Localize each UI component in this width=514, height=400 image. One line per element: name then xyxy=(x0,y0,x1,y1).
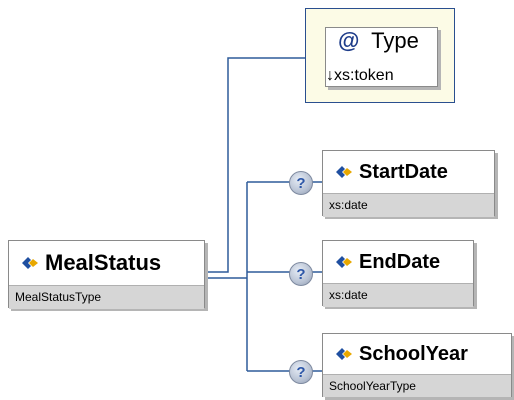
element-icon xyxy=(335,347,353,361)
child-element-title: SchoolYear xyxy=(323,334,511,374)
element-icon xyxy=(21,256,39,270)
at-symbol-icon: @ xyxy=(338,28,360,53)
child-element-title: StartDate xyxy=(323,151,494,193)
child-element-title: EndDate xyxy=(323,241,473,283)
root-element-type: MealStatusType xyxy=(9,285,204,309)
child-element-node-schoolyear[interactable]: SchoolYear SchoolYearType xyxy=(322,333,512,397)
attribute-node[interactable]: @ Type ↓xs:token xyxy=(325,27,438,87)
element-icon xyxy=(335,255,353,269)
attribute-title: @ Type xyxy=(326,28,437,66)
child-element-name: StartDate xyxy=(359,160,448,183)
root-element-title: MealStatus xyxy=(9,241,204,285)
attribute-type: ↓xs:token xyxy=(326,67,394,84)
child-element-name: SchoolYear xyxy=(359,342,468,365)
optional-icon: ? xyxy=(289,171,313,195)
attribute-container: @ Type ↓xs:token xyxy=(305,8,455,103)
child-element-type: xs:date xyxy=(323,283,473,307)
connector-attribute xyxy=(205,57,305,273)
optional-icon: ? xyxy=(289,360,313,384)
child-element-name: EndDate xyxy=(359,250,441,273)
root-element-node[interactable]: MealStatus MealStatusType xyxy=(8,240,205,309)
child-element-node-enddate[interactable]: EndDate xs:date xyxy=(322,240,474,307)
child-element-node-startdate[interactable]: StartDate xs:date xyxy=(322,150,495,217)
optional-icon: ? xyxy=(289,262,313,286)
element-icon xyxy=(335,165,353,179)
child-element-type: xs:date xyxy=(323,193,494,217)
root-element-name: MealStatus xyxy=(45,250,162,275)
child-element-type: SchoolYearType xyxy=(323,374,511,397)
attribute-name: Type xyxy=(371,28,419,53)
